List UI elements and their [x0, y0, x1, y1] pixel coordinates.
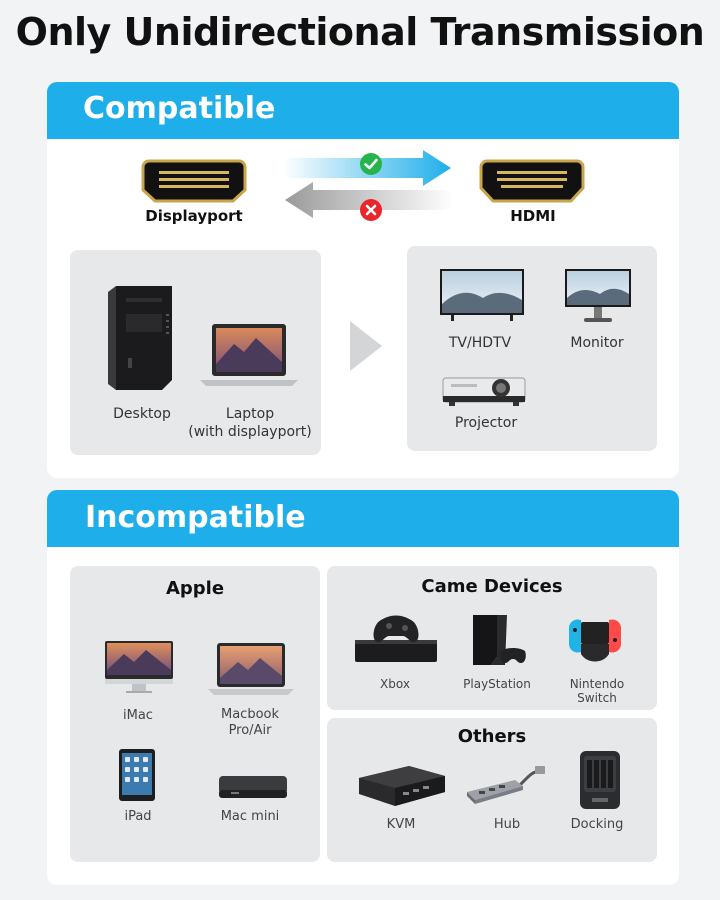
display-label-tv: TV/HDTV [448, 335, 512, 351]
game-panel: Came Devices Xb [327, 566, 657, 710]
hub-icon [463, 762, 547, 812]
desktop-icon [106, 284, 174, 392]
hdmi-label: HDMI [510, 207, 556, 225]
source-label-laptop: Laptop (with displayport) [188, 406, 312, 440]
others-label-hub: Hub [493, 817, 521, 832]
display-label-monitor: Monitor [570, 335, 624, 351]
incompatible-card: Incompatible Apple iMac [47, 490, 679, 885]
projector-icon [441, 374, 527, 408]
kvm-icon [357, 764, 447, 808]
apple-label-ipad: iPad [124, 809, 152, 824]
others-title: Others [457, 726, 527, 747]
laptop-icon [200, 322, 298, 390]
playstation-icon [467, 611, 527, 669]
others-panel: Others [327, 718, 657, 862]
mac-mini-icon [217, 774, 289, 802]
source-panel: Desktop Laptop (with displayport) [70, 250, 321, 455]
incompatible-header: Incompatible [47, 490, 679, 547]
game-label-xbox: Xbox [380, 677, 410, 691]
displayport-connector-icon [141, 158, 247, 204]
page-title: Only Unidirectional Transmission [15, 10, 705, 54]
compatible-header: Compatible [47, 82, 679, 139]
compatible-header-text: Compatible [83, 91, 276, 126]
ipad-icon [118, 748, 156, 802]
game-label-switch: Nintendo Switch [569, 677, 625, 705]
others-label-kvm: KVM [386, 817, 416, 832]
incompatible-header-text: Incompatible [85, 500, 306, 535]
apple-panel: Apple iMac Macbook Pro/Air [70, 566, 320, 862]
xbox-icon [353, 614, 439, 666]
game-label-playstation: PlayStation [463, 677, 531, 691]
apple-label-imac: iMac [123, 708, 153, 723]
cross-icon [359, 198, 383, 222]
others-label-docking: Docking [570, 817, 624, 832]
apple-label-macmini: Mac mini [220, 809, 280, 824]
hdmi-connector-icon [479, 158, 585, 204]
display-label-projector: Projector [454, 415, 518, 431]
arrow-right-icon [350, 321, 382, 371]
apple-title: Apple [165, 578, 225, 599]
compatible-card: Compatible Displayport [47, 82, 679, 478]
docking-icon [577, 748, 623, 812]
imac-icon [104, 640, 174, 694]
display-panel: TV/HDTV Monitor Projector [407, 246, 657, 451]
source-label-desktop: Desktop [113, 406, 171, 422]
macbook-icon [208, 642, 294, 696]
apple-label-macbook: Macbook Pro/Air [220, 707, 280, 738]
check-icon [359, 152, 383, 176]
game-title: Came Devices [421, 576, 563, 597]
tv-icon [439, 268, 525, 322]
nintendo-switch-icon [567, 612, 623, 668]
displayport-label: Displayport [145, 207, 243, 225]
monitor-icon [564, 268, 632, 324]
